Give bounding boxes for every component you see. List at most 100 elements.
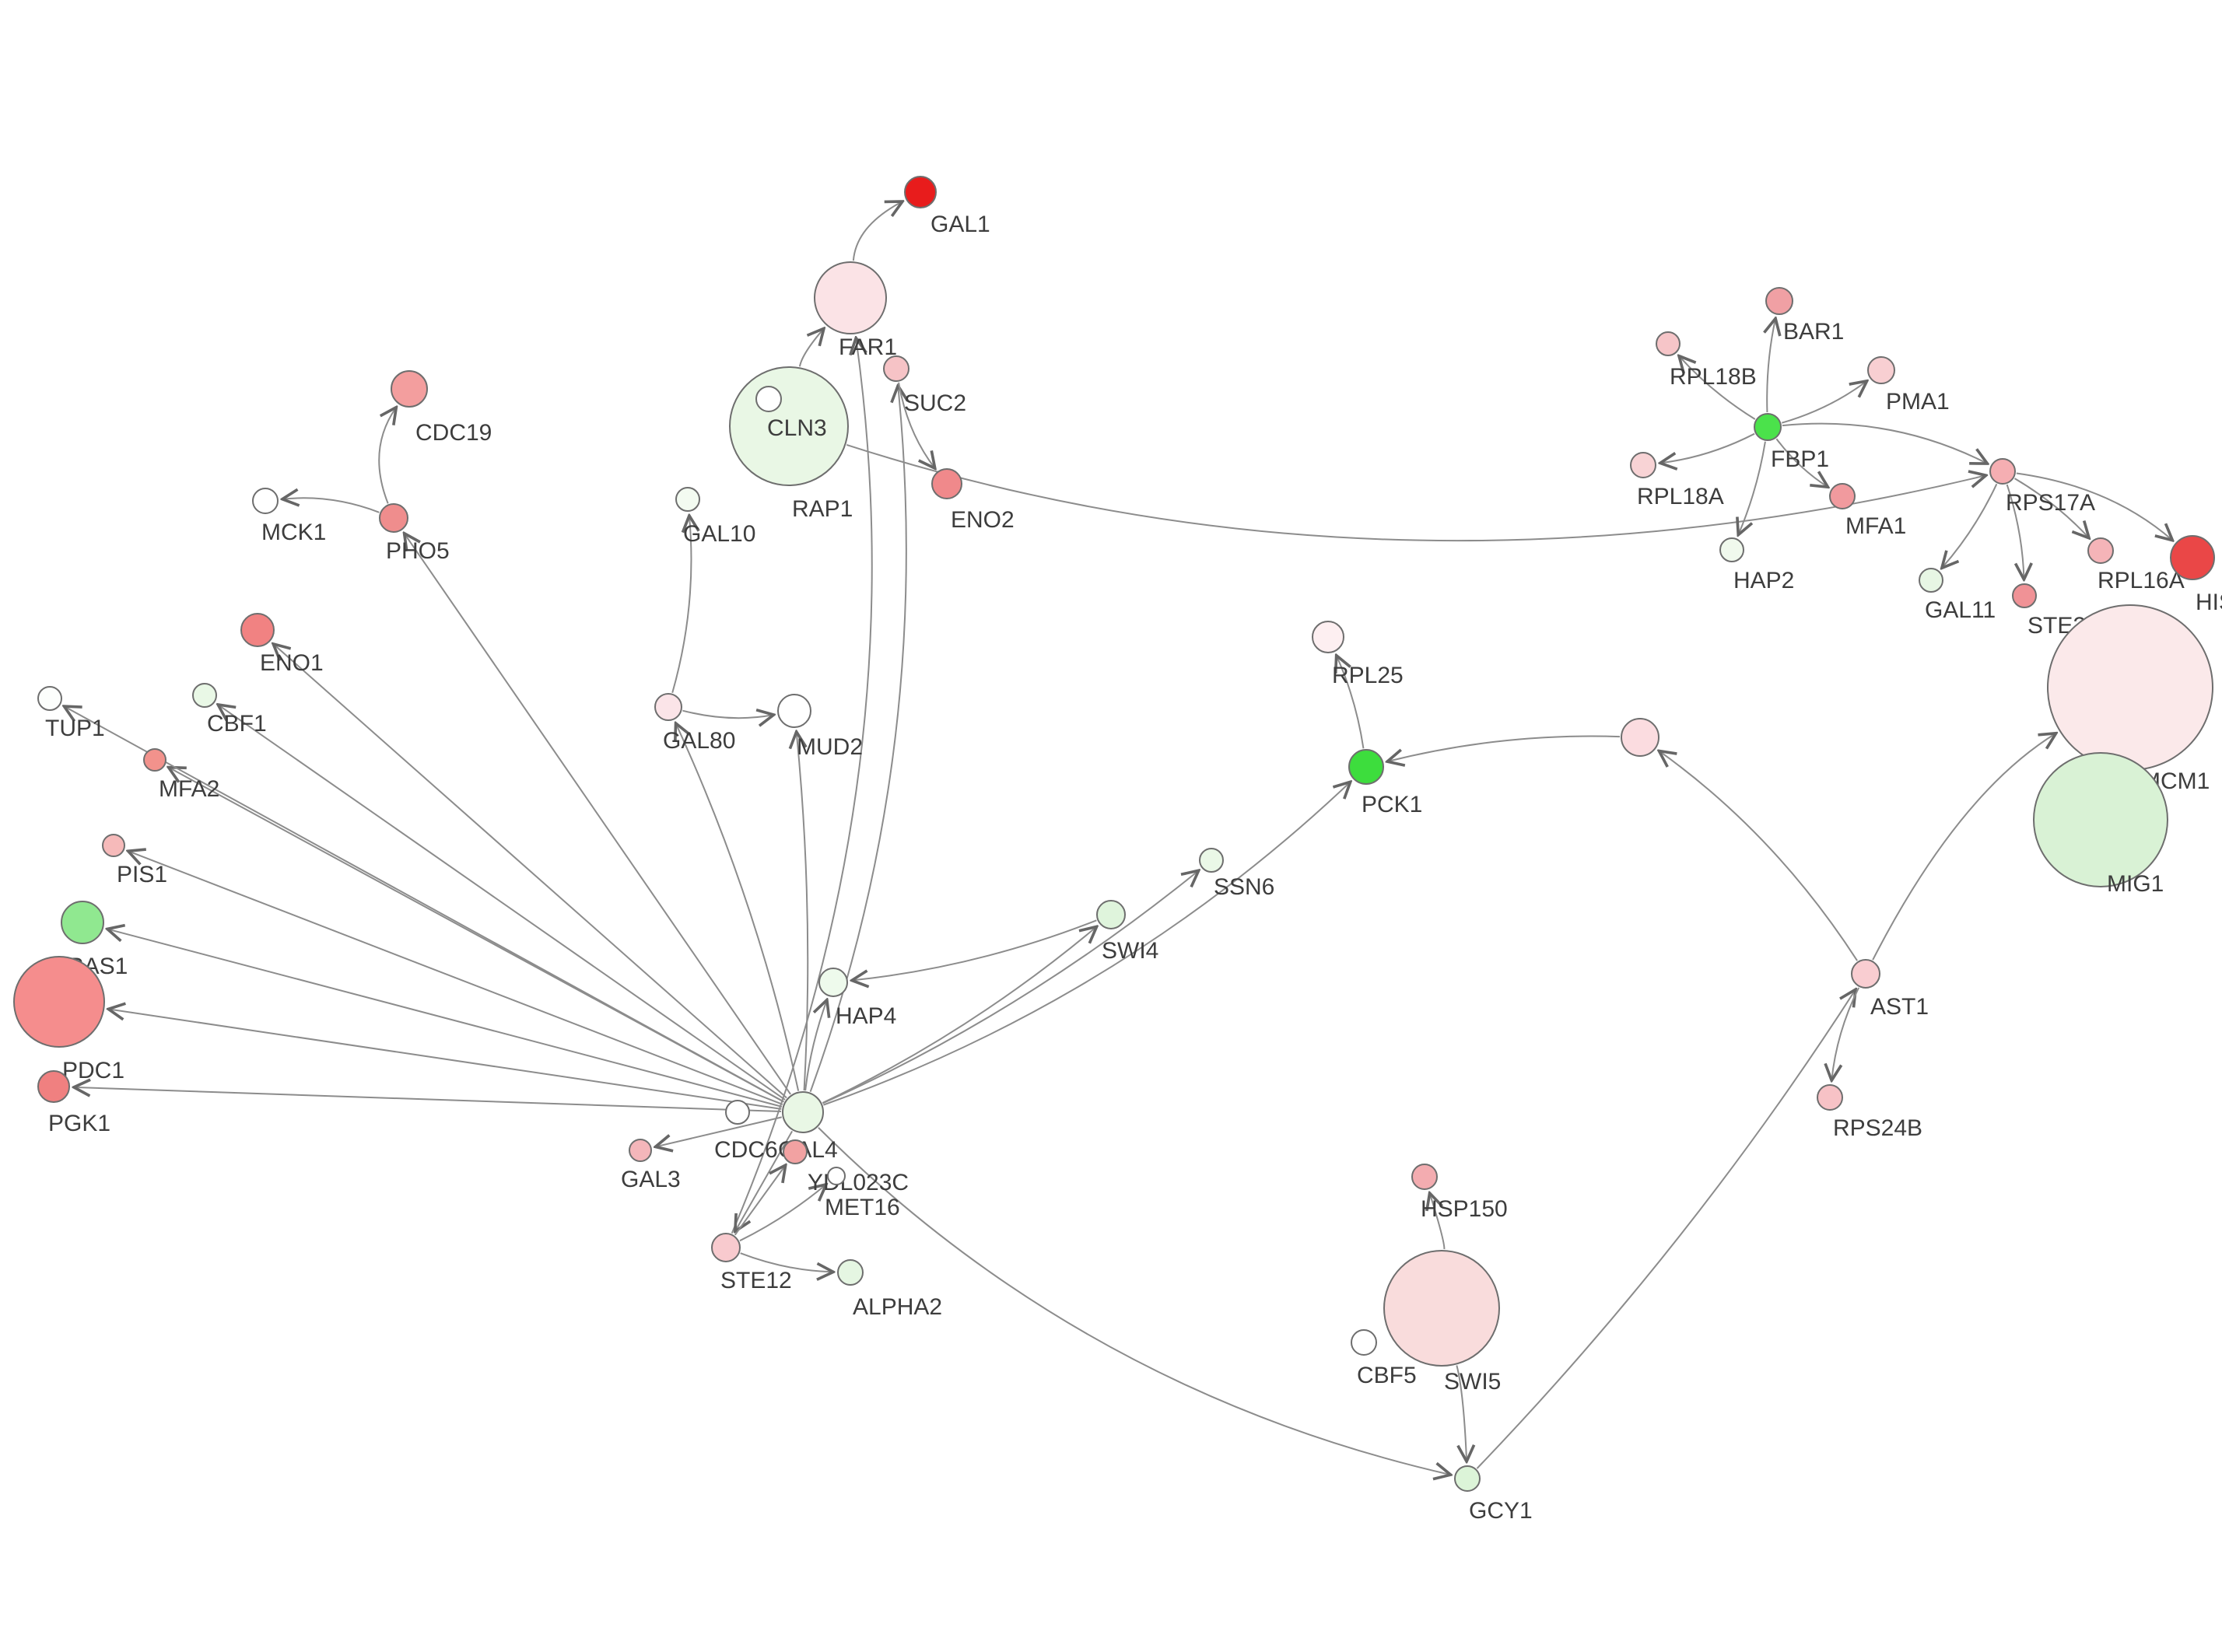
edge-FBP1-RPL18B[interactable] [1679,356,1756,420]
edge-GAL4-TUP1[interactable] [64,706,784,1103]
node-STE2[interactable] [2012,583,2037,608]
node-ENO2[interactable] [931,468,962,499]
node-HSP150[interactable] [1411,1164,1438,1190]
edge-RAP1-RPS17A[interactable] [846,443,1985,542]
edge-RPS17A-RPL16A[interactable] [2013,478,2089,538]
edge-GAL4-PCK1[interactable] [823,782,1350,1106]
edge-GAL4-GAL80[interactable] [676,723,800,1091]
edge-GAL4-GCY1[interactable] [818,1127,1451,1475]
edge-FBP1-MFA1[interactable] [1775,438,1828,487]
node-GAL11[interactable] [1919,568,1943,593]
node-CBF1[interactable] [192,683,217,708]
edge-GAL80-GAL10[interactable] [671,516,691,694]
node-RPL18B[interactable] [1656,331,1681,356]
edge-GAL4-PHO5[interactable] [405,534,791,1095]
node-GCY1[interactable] [1454,1465,1481,1492]
edge-GAL80-MUD2[interactable] [682,711,773,719]
node-AST1[interactable] [1851,959,1880,989]
node-GAL4[interactable] [782,1091,824,1133]
edge-SWI4-HAP4[interactable] [852,919,1097,980]
node-HAP4[interactable] [818,968,848,997]
node-RPL16A[interactable] [2087,537,2114,564]
edge-PHO5-CDC19[interactable] [378,408,396,504]
node-MCM1[interactable] [2047,604,2213,771]
edge-STE12-ALPHA2[interactable] [740,1252,833,1272]
edge-FBP1-HAP2[interactable] [1738,441,1766,535]
edge-GAL4-PDC1[interactable] [108,1009,782,1110]
node-GAL1[interactable] [904,176,937,208]
edge-AST1-NODE_A[interactable] [1659,751,1858,961]
node-RPL18A[interactable] [1630,452,1656,478]
edge-PHO5-MCK1[interactable] [282,498,380,513]
node-STE12[interactable] [711,1233,741,1262]
edge-FAR1-GAL1[interactable] [852,201,902,261]
edge-SUC2-ENO2[interactable] [898,382,935,468]
edge-GAL4-HAP4[interactable] [804,1000,827,1091]
edge-GAL4-RAS1[interactable] [107,929,783,1108]
edge-GAL4-SSN6[interactable] [822,870,1199,1104]
edge-GAL4-PGK1[interactable] [74,1087,782,1113]
node-CBF5[interactable] [1351,1329,1377,1356]
node-GAL3[interactable] [629,1139,652,1162]
node-RPS17A[interactable] [1989,458,2016,485]
edge-GAL4-CBF1[interactable] [218,705,786,1101]
edge-RPS17A-GAL11[interactable] [1942,483,1998,568]
edge-GAL4-MUD2[interactable] [797,732,809,1091]
edge-SWI5-GCY1[interactable] [1456,1365,1467,1461]
node-CDC19[interactable] [391,370,428,408]
node-RAS1[interactable] [61,901,104,944]
node-CDC6[interactable] [725,1100,750,1125]
edge-PCK1-RPL25[interactable] [1337,656,1365,749]
node-MUD2[interactable] [777,694,811,728]
node-PDC1[interactable] [13,956,105,1048]
node-TUP1[interactable] [37,686,62,711]
node-FBP1[interactable] [1754,413,1782,441]
node-RPL25[interactable] [1312,621,1344,653]
node-GAL10[interactable] [675,487,700,512]
node-MET16[interactable] [827,1167,846,1185]
edge-GCY1-AST1[interactable] [1476,989,1856,1469]
edge-STE12-FAR1[interactable] [731,338,873,1234]
node-RPS24B[interactable] [1817,1084,1843,1111]
edge-RPS17A-HIS4[interactable] [2016,472,2173,540]
edge-FBP1-RPL18A[interactable] [1660,432,1755,464]
node-PMA1[interactable] [1867,356,1895,384]
edge-FBP1-BAR1[interactable] [1767,318,1775,413]
node-PGK1[interactable] [37,1070,70,1103]
node-HIS4[interactable] [2170,535,2215,580]
node-FAR1[interactable] [814,261,887,334]
node-BAR1[interactable] [1765,287,1793,315]
node-MFA1[interactable] [1829,483,1856,509]
edge-GAL4-GAL3[interactable] [655,1116,782,1146]
node-ALPHA2[interactable] [837,1259,864,1286]
node-ENO1[interactable] [240,613,275,647]
edge-AST1-MCM1[interactable] [1872,733,2056,961]
edge-GAL4-PIS1[interactable] [128,851,783,1105]
edge-SWI5-HSP150[interactable] [1430,1193,1446,1250]
node-PIS1[interactable] [102,834,125,857]
edge-RPS17A-STE2[interactable] [2006,484,2024,579]
edge-GAL4-STE12[interactable] [735,1130,794,1231]
node-CLN3[interactable] [755,386,782,412]
node-SSN6[interactable] [1199,848,1224,873]
edge-STE12-YDL023C[interactable] [734,1165,786,1236]
edge-STE12-MET16[interactable] [739,1185,826,1242]
node-SWI4[interactable] [1096,900,1126,929]
edge-AST1-RPS24B[interactable] [1831,987,1859,1080]
edge-GAL4-SWI4[interactable] [822,926,1096,1104]
node-PHO5[interactable] [379,503,408,533]
edge-RAP1-FAR1[interactable] [798,328,824,367]
edge-NODE_A-PCK1[interactable] [1387,735,1621,762]
node-MCK1[interactable] [252,488,279,514]
edge-FBP1-RPS17A[interactable] [1782,422,1987,464]
node-YDL023C[interactable] [783,1139,808,1164]
edge-GAL4-ENO1[interactable] [273,644,787,1099]
node-PCK1[interactable] [1348,749,1384,785]
node-SWI5[interactable] [1383,1250,1500,1367]
node-NODE_A[interactable] [1621,718,1659,757]
node-GAL80[interactable] [654,693,682,721]
node-MIG1[interactable] [2033,752,2168,887]
node-HAP2[interactable] [1719,537,1744,562]
edge-FBP1-PMA1[interactable] [1781,381,1866,424]
node-SUC2[interactable] [883,355,909,382]
